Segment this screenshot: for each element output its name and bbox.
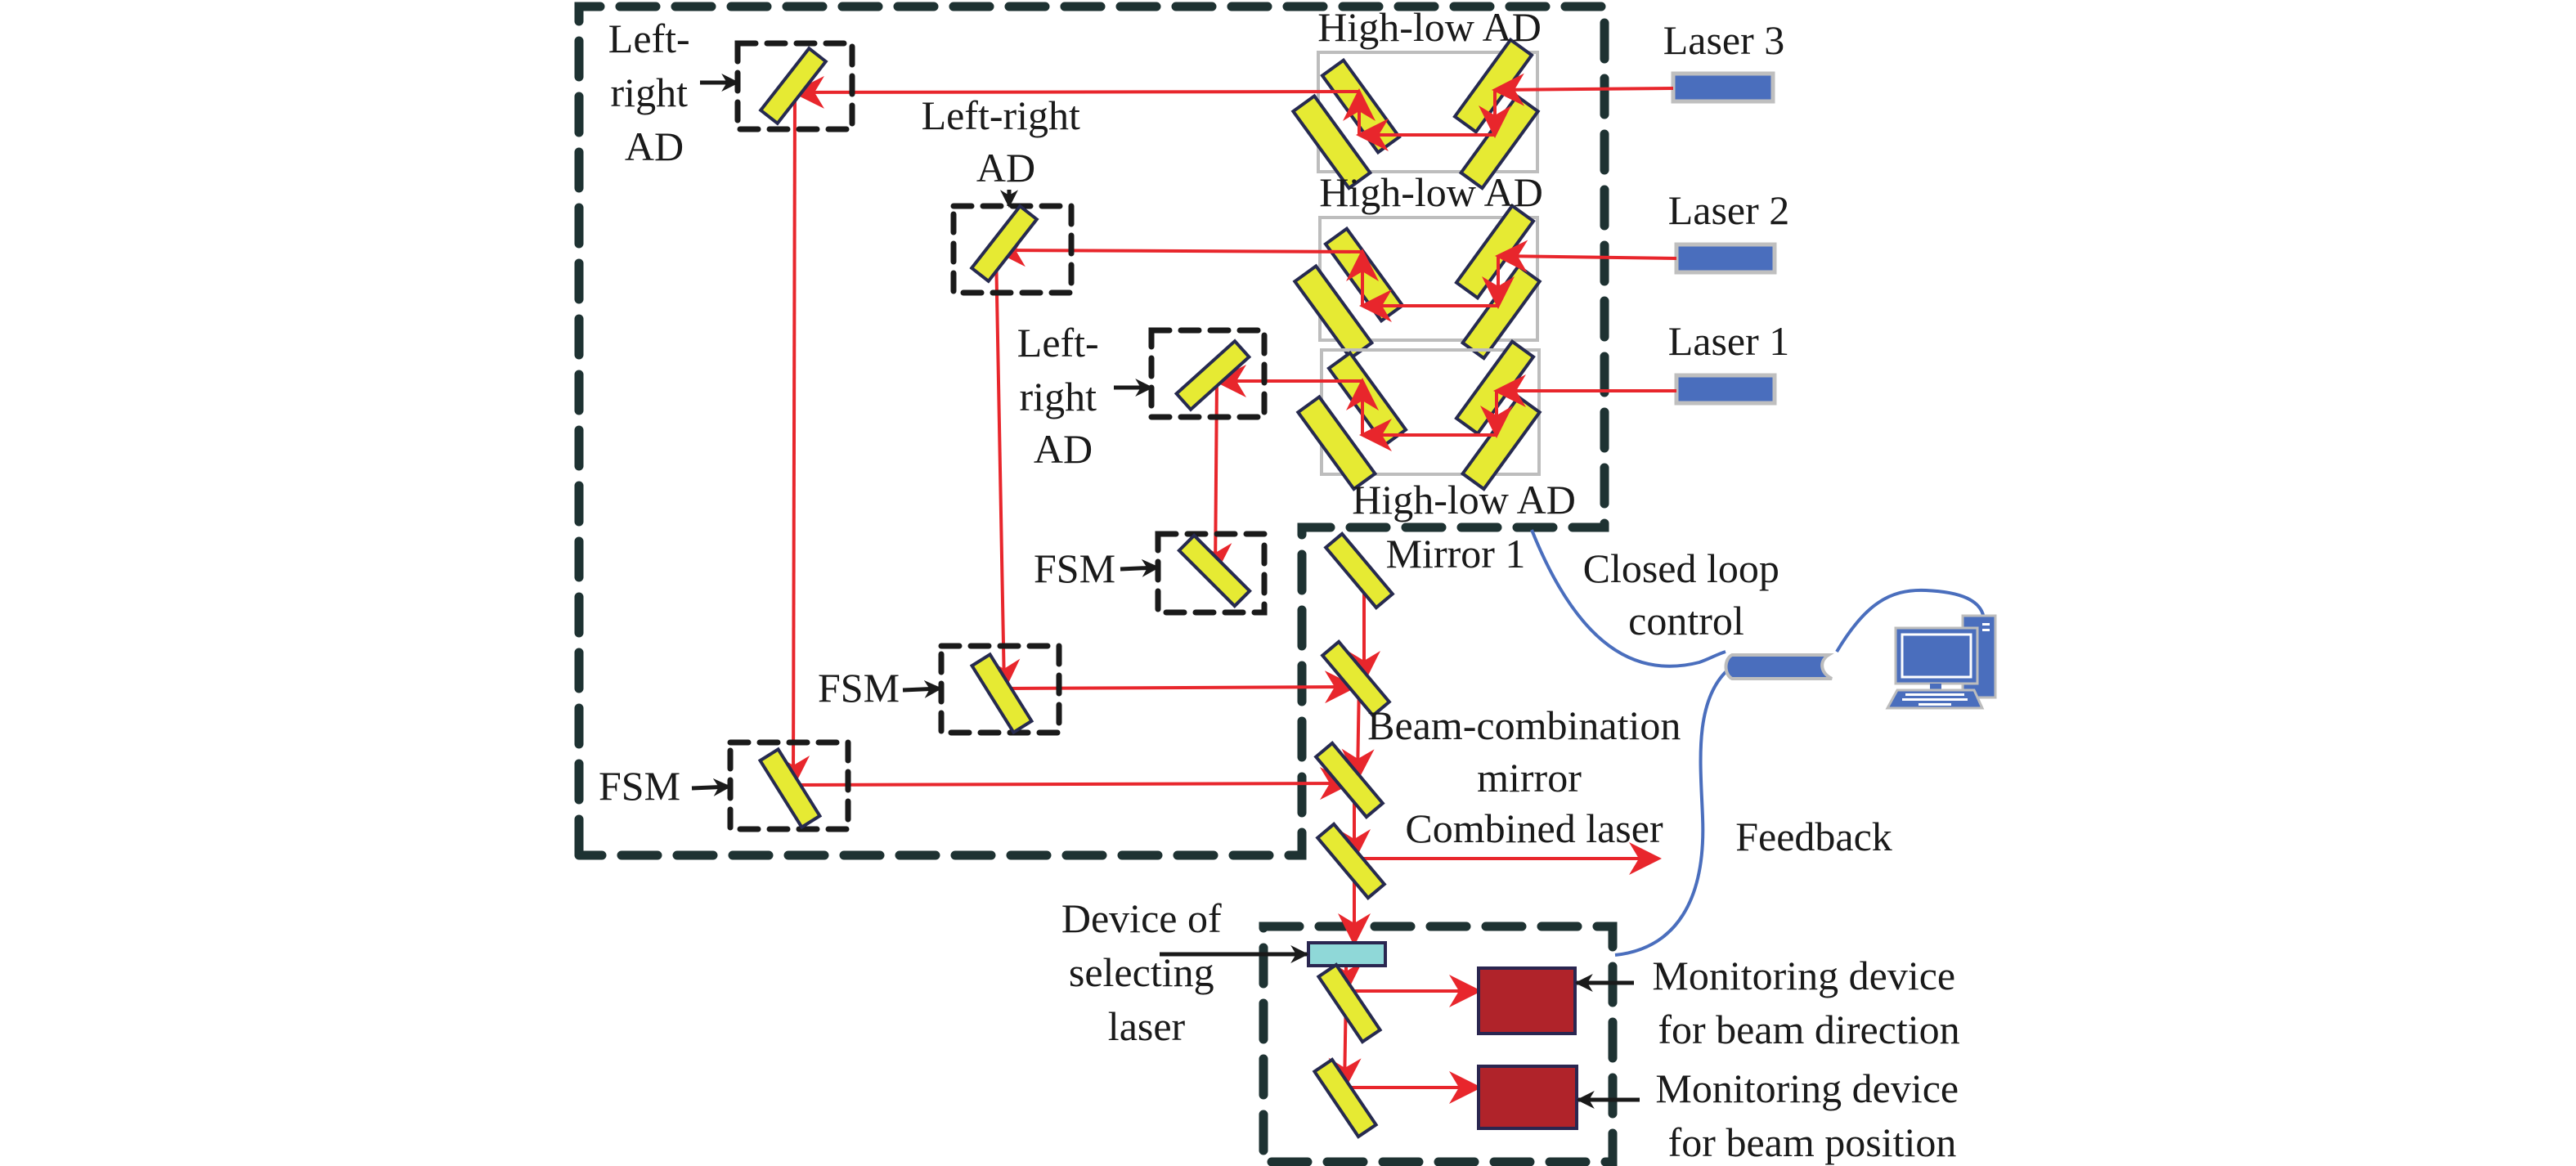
high-low-ad-unit-mid	[1292, 203, 1542, 361]
high-low-ad-unit-bottom	[1295, 339, 1542, 491]
mirror-1	[1323, 531, 1395, 610]
device-of-selecting-laser-label: Device of selecting laser	[1061, 895, 1232, 1049]
computer-cable	[1835, 588, 1985, 653]
fsm-unit-1	[1155, 531, 1268, 616]
laser-3-label: Laser 3	[1663, 17, 1785, 63]
monitoring-position-label: Monitoring device for beam position	[1655, 1065, 1968, 1165]
beam-combination-mirror-1	[1320, 639, 1392, 718]
left-right-ad-label-1: Left- right AD	[608, 16, 700, 169]
monitoring-direction-label: Monitoring device for beam direction	[1652, 953, 1965, 1052]
monitor-mirror-position	[1312, 1057, 1379, 1139]
beam-path-laser-2	[987, 234, 1677, 704]
beam-position-detector	[1477, 1065, 1578, 1130]
upper-subsystem-boundary	[574, 2, 1609, 860]
fsm-label-1: FSM	[1034, 545, 1115, 591]
high-low-ad-unit-top	[1290, 37, 1541, 191]
fsm-label-3: FSM	[599, 763, 680, 809]
laser-selector-device	[1307, 941, 1387, 967]
beam-path-laser-3	[777, 73, 1674, 801]
beam-combination-mirror-label: Beam-combination mirror	[1367, 702, 1691, 801]
closed-loop-cable	[1530, 529, 1726, 668]
laser-2-source	[1674, 242, 1777, 275]
label-pointers	[691, 74, 1640, 1109]
high-low-ad-label-mid: High-low AD	[1319, 169, 1543, 215]
signal-connector-icon	[1724, 653, 1834, 680]
feedback-cable	[1614, 669, 1729, 957]
laser-1-source	[1674, 373, 1777, 406]
fsm-label-2: FSM	[818, 665, 900, 711]
left-right-ad-label-3: Left- right AD	[1017, 320, 1109, 472]
high-low-ad-label-bottom: High-low AD	[1352, 477, 1576, 522]
laser-2-label: Laser 2	[1668, 187, 1790, 233]
left-right-ad-label-2: Left-right AD	[922, 92, 1091, 191]
beam-combination-mirror-2	[1313, 741, 1385, 819]
closed-loop-control-label: Closed loop control	[1583, 545, 1790, 644]
output-split-mirror	[1315, 822, 1387, 900]
combined-laser-label: Combined laser	[1405, 805, 1663, 851]
laser-3-source	[1671, 71, 1775, 104]
monitor-mirror-direction	[1316, 962, 1383, 1044]
left-right-ad-unit-3	[1148, 327, 1268, 420]
beam-path-laser-1	[1199, 365, 1676, 576]
computer-icon	[1885, 614, 1997, 710]
mirror-1-label: Mirror 1	[1386, 531, 1526, 576]
feedback-label: Feedback	[1735, 814, 1892, 859]
laser-1-label: Laser 1	[1668, 318, 1790, 364]
high-low-ad-label-top: High-low AD	[1317, 4, 1542, 50]
beam-direction-detector	[1477, 966, 1577, 1035]
monitoring-subsystem-boundary	[1259, 922, 1618, 1166]
